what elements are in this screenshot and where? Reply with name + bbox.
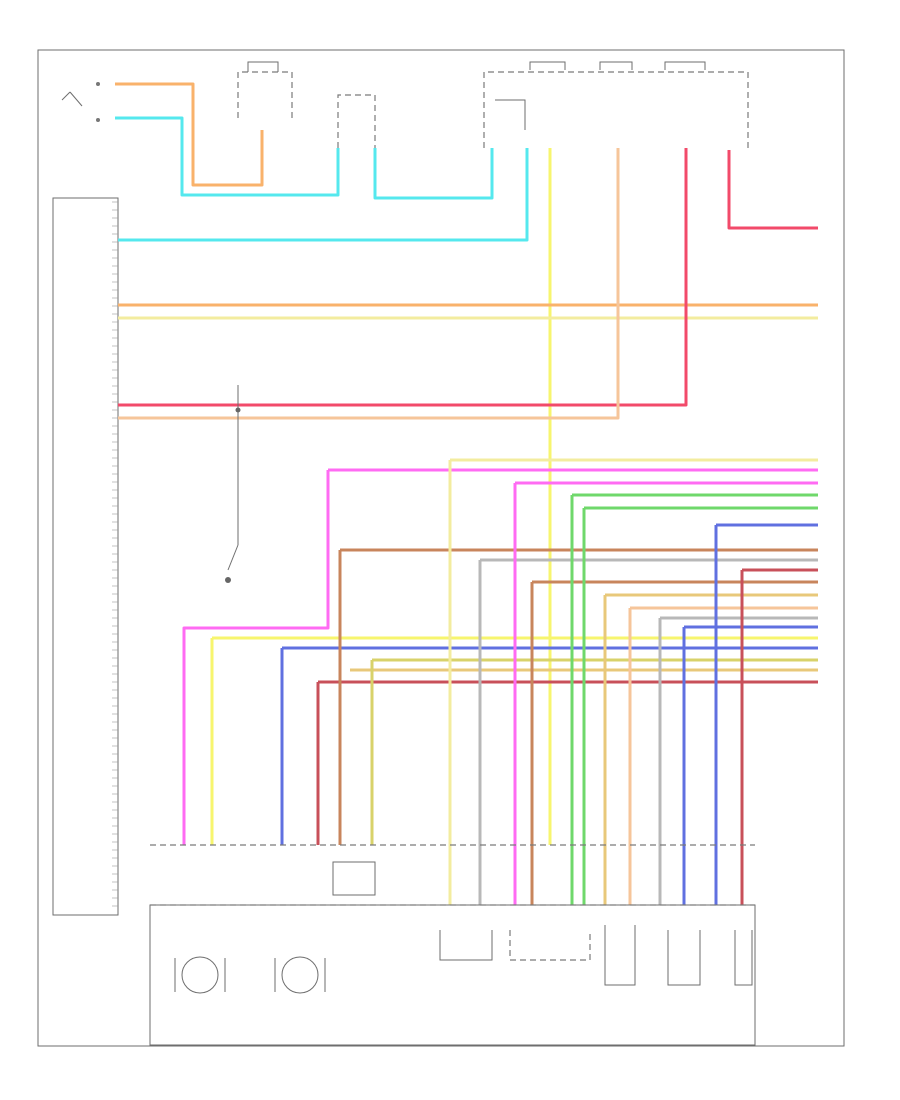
ground-symbol: [225, 385, 241, 583]
shift-solenoid-a: [174, 956, 226, 994]
pressure-switches: [439, 925, 753, 986]
wire-red-battery: [118, 148, 688, 407]
wire-cyan-ign-feed: [115, 116, 340, 197]
upper-fuse-blocks: [237, 61, 749, 148]
wire-cyan-fuse-link: [373, 148, 494, 200]
tcm-pin-strip: [112, 201, 118, 907]
wires: [115, 82, 818, 905]
switch-symbol: [61, 82, 100, 122]
wire-orange-ign-feed: [115, 82, 264, 187]
diagram-border: [37, 49, 845, 1047]
wire-cyan-tcm-ign: [118, 148, 529, 242]
automatic-transmission-housing: [149, 904, 756, 1046]
transmission-control-module: [52, 197, 119, 916]
speed-sensor-box: [332, 861, 376, 896]
wire-peach-battery-2: [118, 148, 620, 420]
shift-solenoid-b: [274, 956, 326, 994]
wire-red-tail: [727, 150, 818, 230]
label-placeholders: [56, 130, 101, 180]
wire-pink-drop-1: [182, 470, 330, 845]
